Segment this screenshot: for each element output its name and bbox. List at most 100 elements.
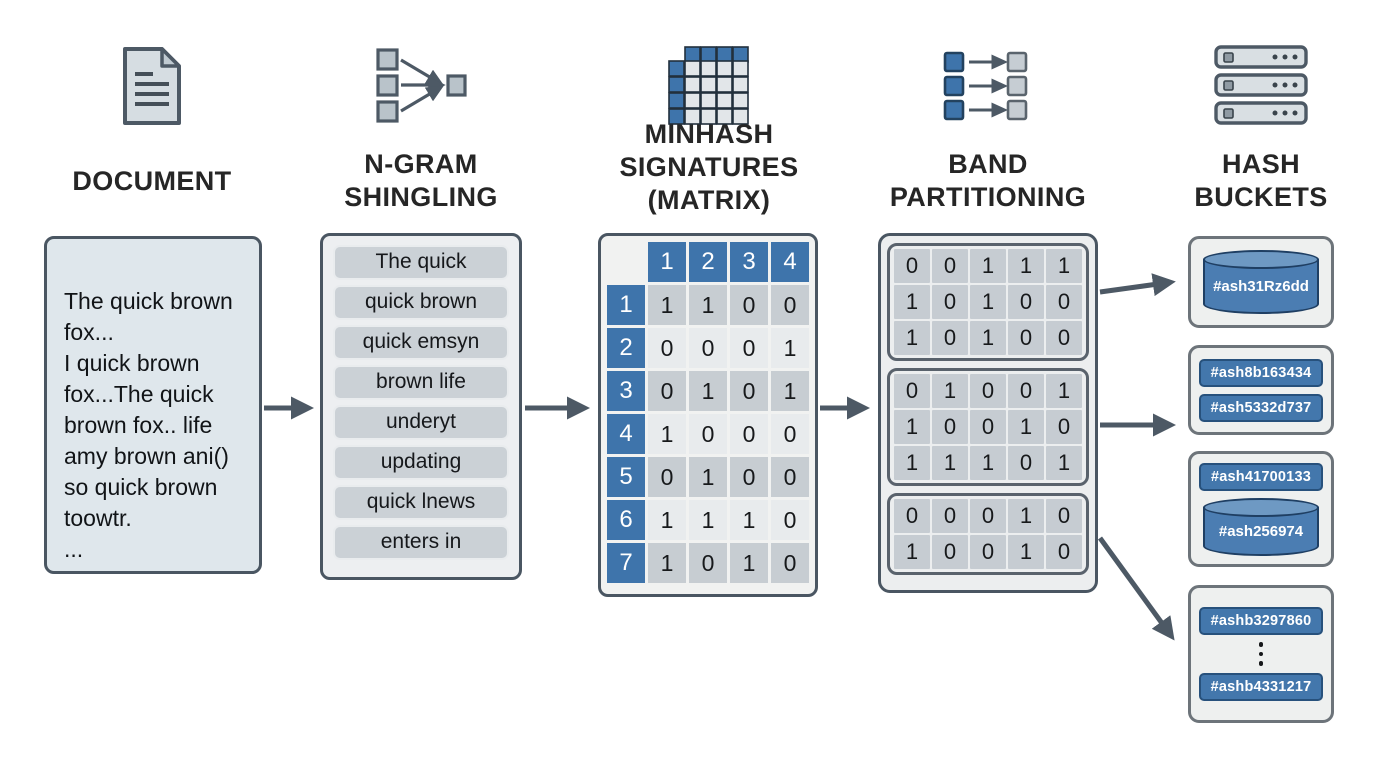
matrix-cell: 0 [730,328,768,368]
band-cell: 1 [970,285,1006,319]
matrix-col-header: 4 [771,242,809,282]
band-cell: 0 [1046,499,1082,533]
band-cell: 1 [1008,535,1044,569]
band-cell: 0 [932,410,968,444]
band-cell: 0 [894,249,930,283]
band-cell: 1 [1046,374,1082,408]
bucket-panel-4: #ashb3297860#ashb4331217 [1188,585,1334,723]
matrix-row-header: 6 [607,500,645,540]
merge-arrows-icon [291,40,551,132]
band-cell: 0 [970,374,1006,408]
band-cell: 0 [932,321,968,355]
bucket-panel-1: #ash31Rz6dd [1188,236,1334,328]
hash-chip: #ash41700133 [1199,462,1323,491]
matrix-col-header: 3 [730,242,768,282]
band-cell: 1 [970,249,1006,283]
matrix-corner [607,242,645,282]
matrix-cell: 0 [648,371,686,411]
matrix-cell: 0 [648,457,686,497]
shingle-item: brown life [333,365,509,400]
band-cell: 0 [1008,321,1044,355]
stage-title-document: DOCUMENT [72,166,232,196]
stage-title-shingling: N-GRAM SHINGLING [344,149,498,212]
matrix-cell: 1 [730,500,768,540]
stage-title-buckets: HASH BUCKETS [1194,149,1328,212]
matrix-cell: 0 [689,543,727,583]
hash-chip: #ash5332d737 [1199,393,1323,422]
shingle-item: The quick [333,245,509,280]
document-text: The quick brown fox... I quick brown fox… [64,288,233,562]
shingle-item: quick lnews [333,485,509,520]
matrix-cell: 0 [771,285,809,325]
matrix-cell: 1 [689,285,727,325]
matrix-cell: 1 [689,371,727,411]
matrix-row-header: 5 [607,457,645,497]
band-cell: 1 [894,321,930,355]
band-cell: 1 [932,446,968,480]
band-cell: 0 [1046,285,1082,319]
band-cell: 0 [1008,285,1044,319]
shingle-item: updating [333,445,509,480]
dot [1258,642,1264,647]
band-cell: 0 [1008,446,1044,480]
matrix-cell: 0 [689,328,727,368]
database-cylinder: #ash256974 [1203,497,1319,556]
band-cell: 0 [970,410,1006,444]
matrix-cell: 0 [730,371,768,411]
cylinder-label: #ash256974 [1218,522,1304,540]
matrix-row-header: 2 [607,328,645,368]
band-cell: 0 [970,535,1006,569]
shingle-item: underyt [333,405,509,440]
matrix-row-header: 1 [607,285,645,325]
matrix-cell: 0 [730,285,768,325]
matrix-cell: 1 [689,500,727,540]
band-cell: 0 [1008,374,1044,408]
band-cell: 0 [1046,410,1082,444]
band-cell: 1 [894,535,930,569]
band-cell: 1 [1046,249,1082,283]
hash-chip: #ashb3297860 [1199,607,1323,636]
bucket-panel-3: #ash41700133 #ash256974 [1188,451,1334,567]
band-cell: 0 [932,535,968,569]
band-cell: 1 [894,410,930,444]
band-cell: 1 [970,321,1006,355]
band-cell: 1 [1008,249,1044,283]
band-cell: 0 [894,374,930,408]
matrix-cell: 0 [648,328,686,368]
matrix-cell: 1 [771,328,809,368]
band-cell: 0 [894,499,930,533]
document-icon [22,40,282,132]
matrix-cell: 0 [771,500,809,540]
matrix-cell: 0 [771,457,809,497]
band-cell: 1 [894,285,930,319]
band-cell: 1 [1008,410,1044,444]
matrix-cell: 1 [648,414,686,454]
band-cell: 0 [1046,321,1082,355]
matrix-cell: 1 [648,285,686,325]
dot [1258,651,1264,657]
matrix-cell: 1 [689,457,727,497]
matrix-cell: 0 [730,457,768,497]
server-stack-icon [1131,40,1376,132]
database-cylinder: #ash31Rz6dd [1203,250,1319,314]
band-cell: 1 [932,374,968,408]
matrix-col-header: 1 [648,242,686,282]
matrix-col-header: 2 [689,242,727,282]
matrix-cell: 1 [730,543,768,583]
dot [1258,661,1264,666]
matrix-cell: 1 [648,500,686,540]
matrix-row-header: 3 [607,371,645,411]
matrix-cell: 0 [730,414,768,454]
band-cell: 0 [932,249,968,283]
band-cell: 1 [1046,446,1082,480]
band-cell: 1 [1008,499,1044,533]
shingle-item: quick emsyn [333,325,509,360]
